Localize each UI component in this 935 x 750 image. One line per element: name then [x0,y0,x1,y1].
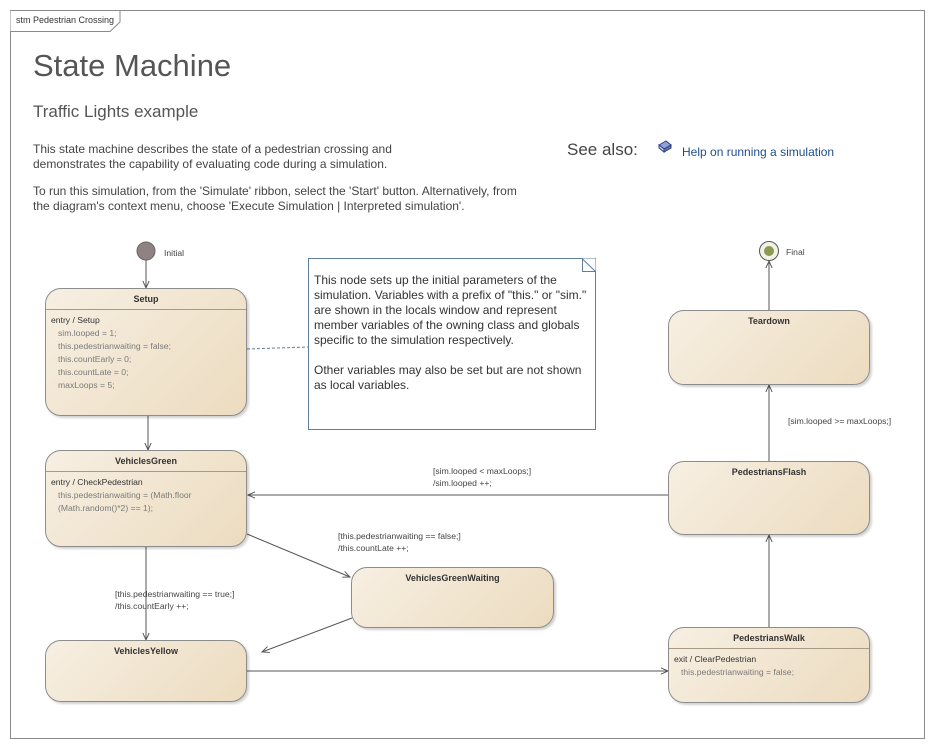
book-icon[interactable] [656,139,674,157]
code-line: this.pedestrianwaiting = false; [58,341,171,351]
guard-green-to-waiting: [this.pedestrianwaiting == false;] /this… [338,531,461,553]
code-line: this.countLate = 0; [58,367,129,377]
code-line: this.pedestrianwaiting = (Math.floor [58,490,192,500]
guard-flash-to-teardown: [sim.looped >= maxLoops;] [788,416,892,426]
initial-label: Initial [164,248,185,258]
code-line: this.countEarly = 0; [58,354,132,364]
state-name: VehiclesGreen [46,451,246,472]
description-paragraph-1: This state machine describes the state o… [33,142,392,171]
entry-action: entry / CheckPedestrian [51,477,143,487]
state-vehicles-green[interactable]: VehiclesGreen entry / CheckPedestrian th… [45,450,247,547]
state-vehicles-green-waiting[interactable]: VehiclesGreenWaiting [351,567,554,628]
note-corner [582,258,596,272]
frame-tab-shape [10,10,121,32]
code-line: maxLoops = 5; [58,380,115,390]
frame-tab-label: stm Pedestrian Crossing [16,15,115,25]
diagram-frame [10,10,925,739]
exit-action: exit / ClearPedestrian [674,654,757,664]
final-node[interactable] [759,241,779,261]
transition-green-waiting [246,533,350,577]
state-name: VehiclesYellow [113,646,179,656]
note-paragraph-2: Other variables may also be set but are … [314,363,582,392]
state-name: PedestriansFlash [731,467,807,477]
state-teardown[interactable]: Teardown [668,310,870,385]
state-pedestrians-flash[interactable]: PedestriansFlash [668,461,870,535]
state-name: Teardown [748,316,790,326]
description-paragraph-2: To run this simulation, from the 'Simula… [33,184,517,213]
guard-green-to-yellow: [this.pedestrianwaiting == true;] /this.… [115,589,235,611]
entry-action: entry / Setup [51,315,100,325]
guard-flash-to-green: [sim.looped < maxLoops;] /sim.looped ++; [433,466,532,488]
help-link[interactable]: Help on running a simulation [682,145,835,159]
state-name: Setup [46,289,246,310]
code-line: sim.looped = 1; [58,328,117,338]
transition-waiting-yellow [262,617,353,652]
see-also-label: See also: [567,140,638,159]
state-pedestrians-walk[interactable]: PedestriansWalk exit / ClearPedestrian t… [668,627,870,703]
note-paragraph-1: This node sets up the initial parameters… [314,273,587,347]
state-name: PedestriansWalk [669,628,869,649]
page-title: State Machine [33,48,232,83]
initial-node[interactable] [136,241,156,261]
code-line: this.pedestrianwaiting = false; [681,667,794,677]
state-vehicles-yellow[interactable]: VehiclesYellow [45,640,247,702]
state-setup[interactable]: Setup entry / Setup sim.looped = 1; this… [45,288,247,416]
final-label: Final [786,247,805,257]
setup-note[interactable]: This node sets up the initial parameters… [308,258,596,430]
state-name: VehiclesGreenWaiting [405,573,500,583]
page-subtitle: Traffic Lights example [33,102,199,121]
note-link [246,346,309,350]
code-line: (Math.random()*2) == 1); [58,503,154,513]
